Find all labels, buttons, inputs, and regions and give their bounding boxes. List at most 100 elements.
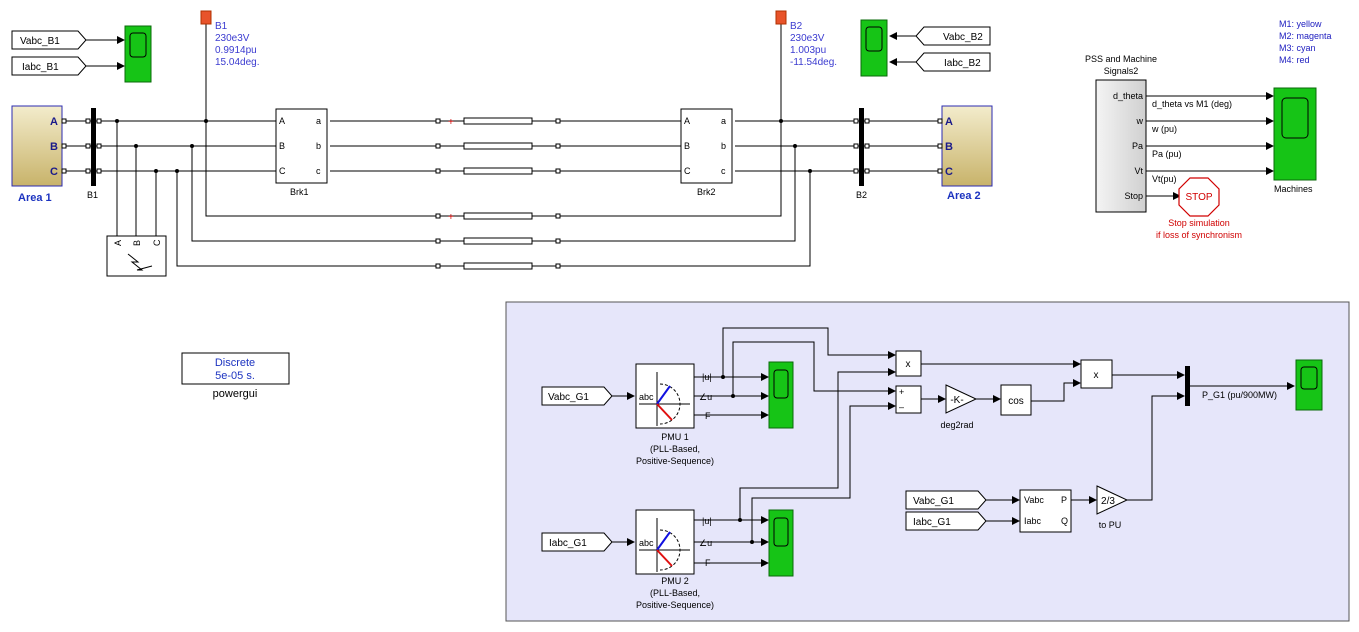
from-iabc-b1[interactable] xyxy=(11,56,87,76)
from-iabc-b2-label: Iabc_B2 xyxy=(944,58,981,69)
pss-port-w: w xyxy=(1136,116,1144,126)
bus-b1-label: B1 xyxy=(87,190,98,200)
sum-block[interactable] xyxy=(895,385,922,414)
fault-lightning-icon xyxy=(127,253,153,271)
pss-port-pa: Pa xyxy=(1132,141,1143,151)
product-block-1[interactable] xyxy=(895,350,922,377)
p-g1-scope[interactable] xyxy=(1295,359,1323,411)
pq-out-q: Q xyxy=(1061,516,1068,526)
from-vabc-b2[interactable] xyxy=(915,26,991,46)
pss-title-line2: Signals2 xyxy=(1104,66,1139,76)
pmu2-label-line1: PMU 2 xyxy=(661,576,689,586)
mux-block[interactable] xyxy=(1185,366,1190,406)
from-vabc-g1-pmu1[interactable] xyxy=(541,386,613,406)
pmu1-in-label: abc xyxy=(639,392,654,402)
bus-b2-measurement[interactable] xyxy=(775,10,787,25)
cos-label: cos xyxy=(1008,396,1024,407)
brk1-out-c: c xyxy=(316,166,321,176)
to-pu-gain-value: 2/3 xyxy=(1101,496,1115,507)
cos-block[interactable] xyxy=(1000,384,1032,416)
machines-scope-label: Machines xyxy=(1274,184,1313,194)
gain-deg2rad-block[interactable] xyxy=(945,384,978,414)
pmu2-scope[interactable] xyxy=(768,509,794,577)
pmu1-out-angle: ∠u xyxy=(699,392,712,402)
breaker-brk1[interactable] xyxy=(275,108,328,184)
gain-value: -K- xyxy=(950,395,963,406)
area-1-label: Area 1 xyxy=(18,192,52,204)
fault-port-c: C xyxy=(152,239,162,246)
from-vabc-b1-label: Vabc_B1 xyxy=(20,36,60,47)
stop-icon-label: STOP xyxy=(1185,192,1212,203)
area-1-block[interactable] xyxy=(11,105,63,187)
pmu2-in-label: abc xyxy=(639,538,654,548)
stop-simulation-block[interactable] xyxy=(1178,177,1220,217)
from-vabc-b2-label: Vabc_B2 xyxy=(943,32,983,43)
bus-b2-pu: 1.003pu xyxy=(790,45,826,56)
sum-plus-sign: + xyxy=(899,387,904,397)
pq-measurement-block[interactable] xyxy=(1019,489,1072,533)
powergui-block[interactable] xyxy=(181,352,290,385)
bus-b1-angle: 15.04deg. xyxy=(215,57,260,68)
signal-w: w (pu) xyxy=(1151,124,1177,134)
from-vabc-b1[interactable] xyxy=(11,30,87,50)
pss-port-d-theta: d_theta xyxy=(1113,91,1143,101)
powergui-mode: Discrete xyxy=(215,357,255,369)
pmu-2-block[interactable] xyxy=(635,509,695,575)
from-iabc-g1-pmu2[interactable] xyxy=(541,532,613,552)
fault-port-b: B xyxy=(132,240,142,246)
area2-port-a: A xyxy=(945,116,953,128)
from-iabc-g1-p[interactable] xyxy=(905,511,987,531)
product-1-symbol: x xyxy=(906,359,911,370)
from-vabc-g1-p-label: Vabc_G1 xyxy=(913,496,954,507)
bus-b2-voltage: 230e3V xyxy=(790,33,825,44)
line-segments[interactable] xyxy=(463,117,533,270)
brk2-in-a: A xyxy=(684,116,690,126)
area1-port-a: A xyxy=(50,116,58,128)
area-2-block[interactable] xyxy=(941,105,993,187)
line-ports xyxy=(435,118,561,269)
fault-block[interactable] xyxy=(106,235,167,277)
pmu2-label-line3: Positive-Sequence) xyxy=(636,600,714,610)
wire-junctions xyxy=(115,119,812,173)
polarity-marker: + xyxy=(448,117,454,128)
powergui-label: powergui xyxy=(213,388,258,400)
bus-b1-pu: 0.9914pu xyxy=(215,45,257,56)
bus-b2-bar[interactable] xyxy=(859,108,864,186)
brk2-in-c: C xyxy=(684,166,691,176)
from-iabc-b2[interactable] xyxy=(915,52,991,72)
bus-b2-label: B2 xyxy=(856,190,867,200)
scope-b1[interactable] xyxy=(124,25,152,83)
brk2-out-c: c xyxy=(721,166,726,176)
pmu1-out-f: F xyxy=(705,411,711,421)
legend-m2: M2: magenta xyxy=(1279,31,1332,41)
from-iabc-b1-label: Iabc_B1 xyxy=(22,62,59,73)
pmu1-scope[interactable] xyxy=(768,361,794,429)
from-vabc-g1-p[interactable] xyxy=(905,490,987,510)
sum-minus-sign: – xyxy=(899,402,904,412)
pmu1-label-line3: Positive-Sequence) xyxy=(636,456,714,466)
pmu1-label-line2: (PLL-Based, xyxy=(650,444,700,454)
machines-scope[interactable] xyxy=(1273,87,1317,181)
signal-pa: Pa (pu) xyxy=(1152,149,1182,159)
pq-in-vabc: Vabc xyxy=(1024,495,1044,505)
pss-title-line1: PSS and Machine xyxy=(1085,54,1157,64)
to-pu-gain-block[interactable] xyxy=(1096,485,1129,515)
pss-machine-signals-block[interactable] xyxy=(1095,79,1147,213)
pmu2-out-mag: |u| xyxy=(702,516,712,526)
breaker-brk2-label: Brk2 xyxy=(697,187,716,197)
brk2-in-b: B xyxy=(684,141,690,151)
area2-port-c: C xyxy=(945,166,953,178)
scope-b2[interactable] xyxy=(860,19,888,77)
pmu-1-block[interactable] xyxy=(635,363,695,429)
legend-m3: M3: cyan xyxy=(1279,43,1316,53)
to-pu-label: to PU xyxy=(1099,520,1122,530)
brk1-in-a: A xyxy=(279,116,285,126)
bus-b2-angle: -11.54deg. xyxy=(790,57,837,68)
area1-port-c: C xyxy=(50,166,58,178)
from-iabc-g1-p-label: Iabc_G1 xyxy=(913,517,951,528)
bus-b1-measurement[interactable] xyxy=(200,10,212,25)
bus-b1-bar[interactable] xyxy=(91,108,96,186)
product-block-2[interactable] xyxy=(1080,359,1113,389)
breaker-brk2[interactable] xyxy=(680,108,733,184)
